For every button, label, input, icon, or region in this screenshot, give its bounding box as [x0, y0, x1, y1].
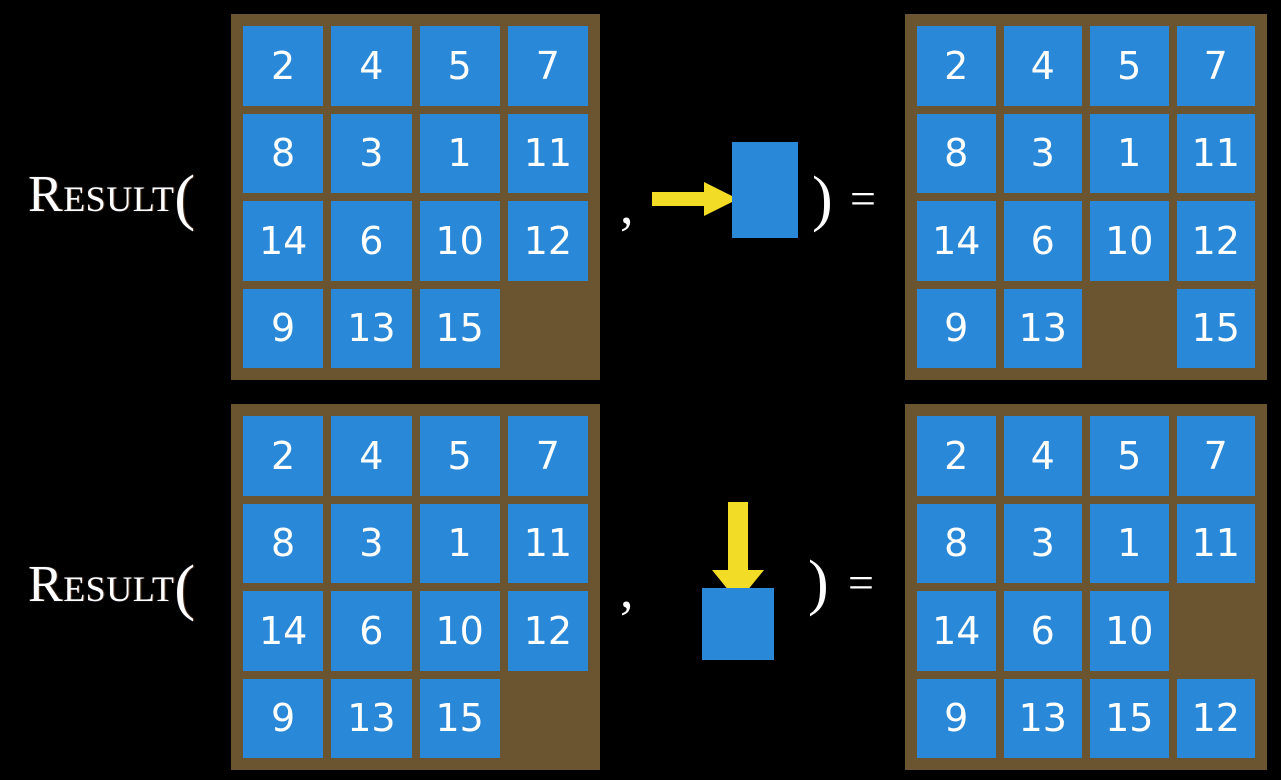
tile[interactable]: 9 — [917, 678, 996, 758]
paren-close: ) — [808, 549, 829, 617]
tile[interactable]: 15 — [419, 288, 500, 368]
tile[interactable]: 12 — [1176, 678, 1255, 758]
tile[interactable]: 5 — [419, 26, 500, 106]
tile[interactable]: 12 — [507, 591, 588, 671]
result-label-rest: ESULT — [63, 166, 175, 223]
empty-slot[interactable] — [508, 679, 588, 759]
tile[interactable]: 5 — [1090, 26, 1169, 106]
empty-slot[interactable] — [1090, 289, 1169, 369]
tile[interactable]: 5 — [419, 416, 500, 496]
tile[interactable]: 11 — [1176, 113, 1255, 193]
tile[interactable]: 6 — [1003, 201, 1082, 281]
comma-separator: , — [620, 559, 634, 619]
tile[interactable]: 13 — [331, 288, 412, 368]
tile[interactable]: 2 — [917, 416, 996, 496]
tile[interactable]: 5 — [1090, 416, 1169, 496]
tile[interactable]: 13 — [331, 678, 412, 758]
tile[interactable]: 9 — [243, 678, 324, 758]
tile[interactable]: 6 — [1003, 591, 1082, 671]
equals-sign: = — [850, 173, 876, 224]
tile[interactable]: 14 — [917, 201, 996, 281]
empty-slot[interactable] — [1177, 591, 1256, 671]
tile[interactable]: 15 — [1176, 288, 1255, 368]
tile[interactable]: 11 — [1176, 503, 1255, 583]
equation-row: RESULT( 2 4 5 7 8 3 1 11 14 6 10 12 9 13… — [0, 390, 1281, 780]
puzzle-board-input[interactable]: 2 4 5 7 8 3 1 11 14 6 10 12 9 13 15 — [231, 14, 600, 380]
tile[interactable]: 2 — [243, 416, 324, 496]
tile[interactable]: 11 — [507, 503, 588, 583]
tile[interactable]: 2 — [243, 26, 324, 106]
tile[interactable]: 13 — [1003, 678, 1082, 758]
tile[interactable]: 7 — [507, 416, 588, 496]
operator-group: , ) = — [600, 390, 905, 780]
tile[interactable]: 14 — [917, 591, 996, 671]
tile[interactable]: 3 — [331, 113, 412, 193]
tile[interactable]: 8 — [243, 503, 324, 583]
tile[interactable]: 3 — [331, 503, 412, 583]
tile[interactable]: 7 — [507, 26, 588, 106]
operator-group: , ) = — [600, 0, 905, 390]
tile[interactable]: 6 — [331, 201, 412, 281]
tile[interactable]: 10 — [1090, 591, 1169, 671]
result-label-initial: R — [28, 556, 64, 613]
tile[interactable]: 12 — [1176, 201, 1255, 281]
tile[interactable]: 8 — [917, 503, 996, 583]
move-target-square[interactable] — [732, 142, 798, 238]
tile[interactable]: 14 — [243, 201, 324, 281]
tile[interactable]: 2 — [917, 26, 996, 106]
empty-slot[interactable] — [508, 289, 588, 369]
tile[interactable]: 1 — [419, 113, 500, 193]
tile[interactable]: 3 — [1003, 113, 1082, 193]
tile[interactable]: 8 — [243, 113, 324, 193]
result-label-initial: R — [28, 166, 64, 223]
move-target-square[interactable] — [702, 588, 774, 660]
tile[interactable]: 1 — [1090, 503, 1169, 583]
result-label-rest: ESULT — [63, 556, 175, 613]
tile[interactable]: 6 — [331, 591, 412, 671]
puzzle-board-output[interactable]: 2 4 5 7 8 3 1 11 14 6 10 12 9 13 15 — [905, 14, 1267, 380]
equation-row: RESULT( 2 4 5 7 8 3 1 11 14 6 10 12 9 13… — [28, 0, 1267, 390]
tile[interactable]: 10 — [419, 591, 500, 671]
result-function-label: RESULT( — [28, 0, 196, 390]
arrow-right-icon — [652, 182, 738, 216]
comma-separator: , — [620, 175, 634, 235]
puzzle-board-output[interactable]: 2 4 5 7 8 3 1 11 14 6 10 9 13 15 12 — [905, 404, 1267, 770]
paren-open: ( — [174, 164, 196, 232]
tile[interactable]: 4 — [331, 26, 412, 106]
tile[interactable]: 1 — [419, 503, 500, 583]
tile[interactable]: 14 — [243, 591, 324, 671]
result-function-label: RESULT( — [28, 390, 196, 780]
tile[interactable]: 1 — [1090, 113, 1169, 193]
tile[interactable]: 10 — [419, 201, 500, 281]
tile[interactable]: 15 — [419, 678, 500, 758]
equals-sign: = — [848, 557, 874, 608]
paren-open: ( — [174, 554, 196, 622]
tile[interactable]: 4 — [331, 416, 412, 496]
tile[interactable]: 12 — [507, 201, 588, 281]
tile[interactable]: 11 — [507, 113, 588, 193]
tile[interactable]: 13 — [1003, 288, 1082, 368]
tile[interactable]: 8 — [917, 113, 996, 193]
tile[interactable]: 7 — [1176, 416, 1255, 496]
tile[interactable]: 15 — [1090, 678, 1169, 758]
paren-close: ) — [812, 165, 833, 233]
arrow-down-icon — [712, 502, 764, 602]
tile[interactable]: 3 — [1003, 503, 1082, 583]
tile[interactable]: 10 — [1090, 201, 1169, 281]
tile[interactable]: 4 — [1003, 416, 1082, 496]
tile[interactable]: 9 — [917, 288, 996, 368]
tile[interactable]: 4 — [1003, 26, 1082, 106]
puzzle-board-input[interactable]: 2 4 5 7 8 3 1 11 14 6 10 12 9 13 15 — [231, 404, 600, 770]
tile[interactable]: 9 — [243, 288, 324, 368]
tile[interactable]: 7 — [1176, 26, 1255, 106]
